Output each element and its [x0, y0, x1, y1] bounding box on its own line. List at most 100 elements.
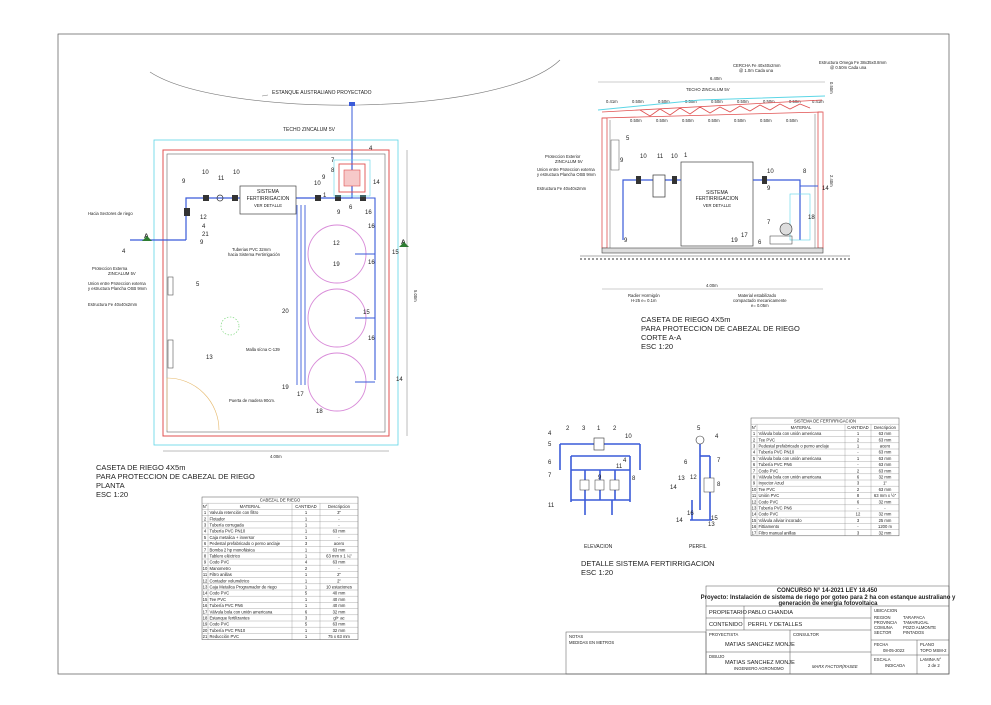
- table-cell: 12: [856, 512, 861, 517]
- table-cell: 3: [204, 523, 207, 528]
- table-cell: 63 mm: [333, 560, 346, 565]
- table-cell: Tubería PVC PN10: [759, 450, 795, 455]
- spacing-3: 0.50m: [685, 99, 697, 104]
- cercha-label-1: CERCHA Fe 40x40x2mm: [733, 63, 781, 68]
- table-header-cell: Descripcion: [328, 504, 351, 509]
- table-cell: 1: [305, 585, 308, 590]
- designer-value: MATIAS SANCHEZ MONJE: [725, 642, 795, 648]
- section-pump-frame: [789, 193, 811, 241]
- lower-spacing-0: 0.50m: [630, 118, 642, 123]
- table-cell: 63 mm: [879, 450, 892, 455]
- section-pump: [779, 222, 793, 236]
- table-cell: Inyector Azud: [759, 481, 785, 486]
- section-side-dim: 0.50m: [829, 82, 834, 94]
- table-cell: Válvula bola con unión americana: [759, 456, 823, 461]
- table-cell: 1: [305, 572, 308, 577]
- external-protection: [162, 149, 390, 437]
- det-callout-13: 13: [678, 476, 685, 482]
- mesh-circle: [220, 316, 240, 336]
- table-cell: 8: [204, 554, 207, 559]
- table-cell: 32 mm: [333, 609, 346, 614]
- table-cell: -: [338, 566, 340, 571]
- section-roof-line: [597, 95, 826, 111]
- table-cell: 20: [203, 628, 208, 633]
- valve-1: [184, 208, 190, 216]
- designer-label: PROYECTISTA: [709, 632, 738, 637]
- table-cell: 6: [753, 462, 756, 467]
- det-callout-4c: 4: [715, 434, 719, 440]
- fill-label-3: e= 0.05m: [751, 303, 769, 308]
- section-valve-3: [762, 176, 767, 184]
- table-cell: 3: [857, 530, 860, 535]
- elevation-injector-2: [594, 479, 605, 491]
- notes-block: NOTAS MEDIDAS EN METROS: [565, 631, 707, 675]
- title-block: [705, 585, 950, 675]
- table-cell: 63 mm: [333, 529, 346, 534]
- det-callout-11b: 11: [548, 503, 555, 509]
- table-cell: Codo PVC: [759, 499, 779, 504]
- table-cell: -: [857, 506, 859, 511]
- spacing-2: 0.50m: [658, 99, 670, 104]
- table-cell: 1: [305, 634, 308, 639]
- elevation-center-fitting: [593, 437, 605, 451]
- callout-9b: 9: [200, 240, 204, 246]
- valve-6: [360, 195, 366, 201]
- sec-callout-9a: 9: [620, 158, 624, 164]
- table-cell: 1: [204, 510, 207, 515]
- callout-10a: 10: [202, 170, 209, 176]
- table-cell: 32 mm: [333, 628, 346, 633]
- plan-value: TOPO MSM-2: [920, 648, 947, 653]
- filter-icon: [216, 194, 224, 202]
- table-cell: 19: [203, 622, 208, 627]
- wall-device-13: [167, 339, 174, 369]
- callout-10c: 10: [314, 181, 321, 187]
- slab-label-1: Radier Hormigón: [628, 293, 660, 298]
- table-cell: Pedestal prefabricado o perno anclaje: [210, 541, 281, 546]
- table-cell: 63 mm: [879, 468, 892, 473]
- table-cell: 17: [203, 609, 208, 614]
- table-cell: 1: [305, 628, 308, 633]
- table-cell: 2: [753, 437, 756, 442]
- det-callout-14b: 14: [676, 518, 683, 524]
- table-cell: gl+ ac: [333, 616, 344, 621]
- table-cell: 8: [753, 475, 756, 480]
- section-slab: [601, 247, 824, 254]
- plan-view: ESTANQUE AUSTRALIANO PROYECTADO TECHO ZI…: [88, 59, 561, 499]
- det-callout-5a: 5: [548, 442, 552, 448]
- table-header-cell: CANTIDAD: [847, 425, 868, 430]
- table-cell: 10 estaciones: [326, 585, 352, 590]
- table-cell: 1200 m: [878, 524, 892, 529]
- table-cell: 40 mm: [333, 591, 346, 596]
- lower-spacing-3: 0.50m: [708, 118, 720, 123]
- table-cell: 7: [753, 468, 756, 473]
- det-callout-11: 11: [616, 464, 623, 470]
- det-callout-12: 12: [690, 475, 697, 481]
- table-cell: 63 mm: [879, 456, 892, 461]
- section-pipe-main: [622, 179, 681, 240]
- lower-spacing-6: 0.50m: [786, 118, 798, 123]
- sec-callout-17: 17: [741, 233, 748, 239]
- table-cell: -: [338, 516, 340, 521]
- table-cell: Filtro anillas: [210, 572, 232, 577]
- det-callout-2b: 2: [613, 426, 617, 432]
- roof-label: TECHO ZINCALUM 5V: [283, 127, 336, 133]
- table-cell: 3: [753, 444, 756, 449]
- title-block-text: CONCURSO N° 14-2021 LEY 18.450 Proyecto:…: [701, 588, 956, 671]
- section-arrow-left: [142, 236, 152, 241]
- det-callout-2a: 2: [566, 426, 570, 432]
- table-cell: 1: [857, 444, 860, 449]
- protection-label-1: Proteccion Externa: [92, 266, 128, 271]
- table-cell: 1: [857, 456, 860, 461]
- section-arrow-right: [399, 242, 409, 247]
- table-cell: Tablero eléctrico: [210, 554, 241, 559]
- callout-10b: 10: [233, 170, 240, 176]
- table-cell: 10: [752, 487, 757, 492]
- profile-gauge: [695, 435, 705, 445]
- table-cell: 1: [305, 578, 308, 583]
- pump-roof-box: [333, 159, 371, 197]
- sec-callout-6: 6: [758, 240, 762, 246]
- table-cell: 63 mm: [879, 487, 892, 492]
- det-callout-4a: 4: [548, 431, 552, 437]
- section-union-2: y estructura Plancha OSB 9mm: [537, 172, 596, 177]
- sec-callout-8: 8: [803, 169, 807, 175]
